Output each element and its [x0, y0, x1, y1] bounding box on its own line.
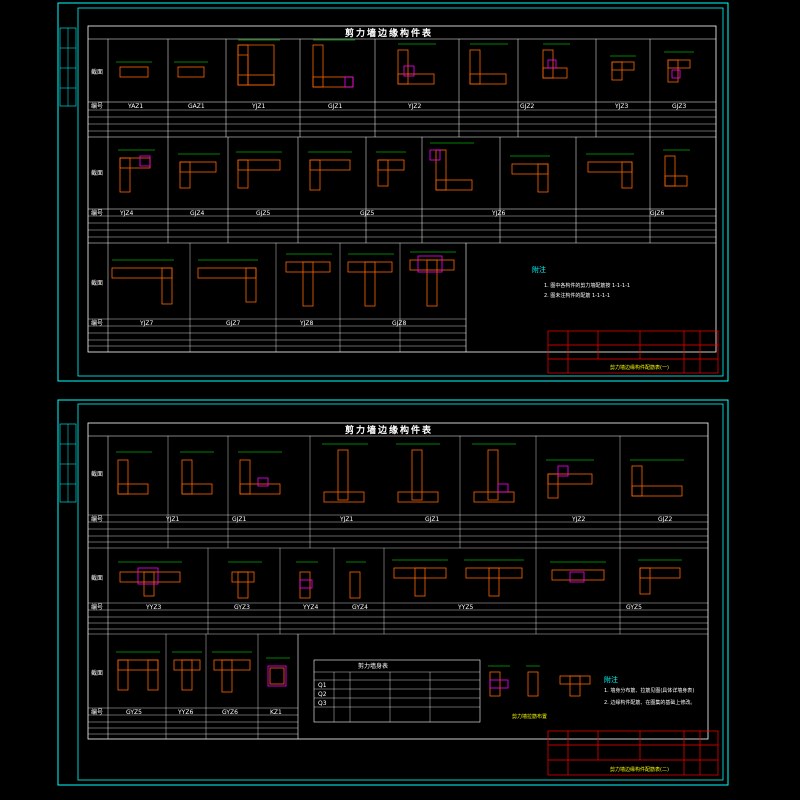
- sheet-2-notes: 附注 1. 墙身分布筋、拉筋见图(具体详墙身表) 2. 边缘构件配筋、在图集的基…: [604, 675, 695, 706]
- sheet-2-inner-frame: [77, 403, 724, 781]
- sheet-1-row1-section-label: 截面: [91, 68, 103, 76]
- sheet-1-row2-section-label: 截面: [91, 169, 103, 177]
- member-label: GJZ2: [658, 516, 673, 523]
- member-label: YAZ1: [127, 103, 143, 110]
- note-line: 1. 图中各构件的剪力墙配筋按 1-1-1-1: [544, 282, 630, 289]
- member-label: YYZ6: [177, 709, 193, 716]
- sheet-2-row3-section-label: 截面: [91, 669, 103, 677]
- member-label: YJZ1: [339, 516, 354, 523]
- sheet-2-title: 剪力墙边缘构件表: [345, 424, 433, 436]
- member-label: YJZ6: [491, 210, 506, 217]
- sheet-1-drawing-name: 剪力墙边缘构件配筋表(一): [610, 364, 669, 371]
- member-label: YJZ4: [119, 210, 134, 217]
- note-line: 1. 墙身分布筋、拉筋见图(具体详墙身表): [604, 687, 694, 694]
- sheet-2-row1-number-label: 编号: [91, 515, 103, 523]
- sheet-1-title: 剪力墙边缘构件表: [345, 27, 433, 39]
- sheet-1-row1-number-label: 编号: [91, 102, 103, 110]
- sheet-1: 剪力墙边缘构件表 截面 编号 YAZ1 GAZ1 YJZ1 GJZ1 YJZ2: [57, 2, 729, 382]
- member-label: GYZ4: [352, 604, 368, 611]
- sheet-2-row1-section-label: 截面: [91, 470, 103, 478]
- member-label: GJZ5: [360, 210, 375, 217]
- member-label: GYZ5: [126, 709, 142, 716]
- sheet-2-row2-section-label: 截面: [91, 574, 103, 582]
- sheet-2-table-frame: [87, 422, 709, 740]
- member-label: YJZ7: [139, 320, 154, 327]
- member-label: YJZ3: [614, 103, 629, 110]
- member-label: GJZ6: [650, 210, 665, 217]
- sheet-2-row3-sections: [116, 651, 290, 693]
- member-label: YJZ1: [165, 516, 180, 523]
- sheet-1-outer-frame: [57, 2, 729, 382]
- member-label: GJZ1: [232, 516, 247, 523]
- sheet-1-row2-number-label: 编号: [91, 209, 103, 217]
- member-label: YYZ4: [302, 604, 318, 611]
- sheet-2-row3-number-label: 编号: [91, 708, 103, 716]
- sheet-1-table-frame: [87, 25, 717, 353]
- wall-row-label: Q3: [318, 700, 327, 707]
- tie-bar-details: [488, 665, 591, 697]
- member-label: GJZ5: [256, 210, 271, 217]
- note-line: 2. 边缘构件配筋、在图集的基础上修改。: [604, 699, 695, 706]
- sheet-2-drawing-name: 剪力墙边缘构件配筋表(二): [610, 766, 669, 773]
- member-label: YJZ8: [299, 320, 314, 327]
- member-label: GJZ2: [520, 103, 535, 110]
- sheet-1-row3-number-label: 编号: [91, 319, 103, 327]
- wall-schedule-table: 剪力墙身表 Q1 Q2 Q3: [313, 659, 481, 723]
- sheet-1-row2-sections: [118, 142, 690, 193]
- member-label: GJZ7: [226, 320, 241, 327]
- member-label: GJZ1: [425, 516, 440, 523]
- member-label: YYZ5: [457, 604, 473, 611]
- sheet-1-row3-section-label: 截面: [91, 279, 103, 287]
- member-label: GJZ4: [190, 210, 205, 217]
- notes-heading: 附注: [604, 675, 618, 684]
- sheet-2-outer-frame: [57, 399, 729, 786]
- sheet-1-row3-sections: [111, 251, 456, 307]
- member-label: GJZ8: [392, 320, 407, 327]
- sheet-1-titleblock: [547, 330, 719, 374]
- member-label: GAZ1: [188, 103, 205, 110]
- member-label: GJZ1: [328, 103, 343, 110]
- sheet-1-inner-frame: [77, 7, 724, 377]
- member-label: YJZ1: [251, 103, 266, 110]
- member-label: GJZ3: [672, 103, 687, 110]
- sheet-1-row1-sections: [116, 39, 694, 88]
- sheet-2-titleblock: [547, 730, 719, 776]
- member-label: KZ1: [270, 709, 282, 716]
- sheet-2-row1-sections: [116, 443, 684, 503]
- member-label: YYZ3: [145, 604, 161, 611]
- wall-row-label: Q1: [318, 682, 327, 689]
- member-label: GYZ3: [234, 604, 250, 611]
- sheet-2-row2-number-label: 编号: [91, 603, 103, 611]
- tie-bar-caption: 剪力墙拉筋布置: [512, 713, 547, 720]
- sheet-1-notes: 附注 1. 图中各构件的剪力墙配筋按 1-1-1-1 2. 图未注构件的配筋 1…: [532, 265, 630, 299]
- member-label: YJZ2: [407, 103, 422, 110]
- notes-heading: 附注: [532, 265, 546, 274]
- note-line: 2. 图未注构件的配筋 1-1-1-1: [544, 292, 610, 299]
- sheet-2: 剪力墙边缘构件表 截面 编号 YJZ1 GJZ1 YJZ1 GJZ1 YJZ2 …: [57, 399, 729, 786]
- member-label: YJZ2: [571, 516, 586, 523]
- wall-table-title: 剪力墙身表: [358, 662, 388, 670]
- sheet-2-row2-sections: [118, 559, 682, 599]
- member-label: GYZ5: [626, 604, 642, 611]
- wall-row-label: Q2: [318, 691, 327, 698]
- member-label: GYZ6: [222, 709, 238, 716]
